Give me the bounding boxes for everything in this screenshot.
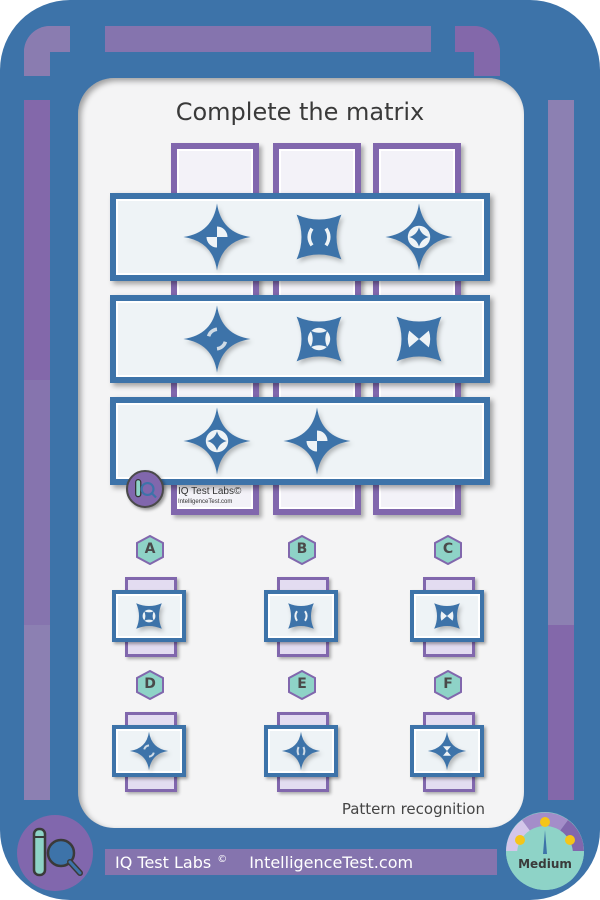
missing-cell xyxy=(384,406,454,476)
footer-bar: IQ Test Labs © IntelligenceTest.com xyxy=(105,849,497,875)
watermark-site: IntelligenceTest.com xyxy=(178,499,233,505)
watermark-logo-icon xyxy=(126,470,164,508)
option-front-frame xyxy=(410,590,484,642)
option-a[interactable]: A xyxy=(112,534,192,657)
option-front-frame xyxy=(264,590,338,642)
matrix-row-3 xyxy=(110,397,490,485)
difficulty-gauge: Medium xyxy=(506,812,584,890)
option-letter: F xyxy=(443,676,453,692)
frame-corner-top-right xyxy=(455,26,500,76)
matrix-row-2 xyxy=(110,295,490,383)
difficulty-label: Medium xyxy=(518,857,572,871)
option-f[interactable]: F xyxy=(410,669,490,792)
option-c[interactable]: C xyxy=(410,534,490,657)
option-letter: A xyxy=(144,541,156,557)
watermark-brand: IQ Test Labs© xyxy=(178,486,242,497)
star4-checker-icon xyxy=(282,406,352,476)
option-letter: C xyxy=(442,541,454,557)
option-badge: F xyxy=(434,669,462,701)
frame-bar-top xyxy=(105,26,431,52)
option-front-frame xyxy=(264,725,338,777)
option-e[interactable]: E xyxy=(264,669,344,792)
puzzle-title: Complete the matrix xyxy=(175,98,425,126)
category-label: Pattern recognition xyxy=(341,800,485,818)
concave-square-ring-square-icon xyxy=(284,304,354,374)
frame-corner-top-left xyxy=(24,26,70,76)
concave-square-parens-icon xyxy=(281,596,321,636)
gauge-icon xyxy=(506,812,584,890)
option-badge: E xyxy=(288,669,316,701)
star4-bowtie-icon xyxy=(427,731,467,771)
star4-ring-star-icon xyxy=(182,406,252,476)
option-d[interactable]: D xyxy=(112,669,192,792)
medium-face-icon xyxy=(540,817,550,827)
option-badge: D xyxy=(136,669,164,701)
footer-copyright: © xyxy=(217,853,228,865)
option-front-frame xyxy=(112,725,186,777)
hard-face-icon xyxy=(565,835,575,845)
option-letter: E xyxy=(297,676,307,692)
star4-arc-gaps-icon xyxy=(182,304,252,374)
star4-parens-icon xyxy=(281,731,321,771)
star4-checker-icon xyxy=(182,202,252,272)
footer-site-link[interactable]: IntelligenceTest.com xyxy=(249,852,414,872)
frame-bar-right xyxy=(548,100,574,800)
option-badge: A xyxy=(136,534,164,566)
concave-square-bowtie-icon xyxy=(427,596,467,636)
concave-square-ring-square-icon xyxy=(129,596,169,636)
option-front-frame xyxy=(112,590,186,642)
concave-square-parens-icon xyxy=(284,202,354,272)
easy-face-icon xyxy=(515,835,525,845)
concave-square-bowtie-icon xyxy=(384,304,454,374)
star4-ring-star-icon xyxy=(384,202,454,272)
star4-arc-gaps-icon xyxy=(129,731,169,771)
option-front-frame xyxy=(410,725,484,777)
footer-brand: IQ Test Labs xyxy=(115,852,212,872)
frame-bar-left xyxy=(24,100,50,800)
matrix-row-1 xyxy=(110,193,490,281)
option-letter: D xyxy=(144,676,156,692)
option-b[interactable]: B xyxy=(264,534,344,657)
option-badge: B xyxy=(288,534,316,566)
option-letter: B xyxy=(296,541,308,557)
option-badge: C xyxy=(434,534,462,566)
iq-logo-icon xyxy=(17,815,93,891)
